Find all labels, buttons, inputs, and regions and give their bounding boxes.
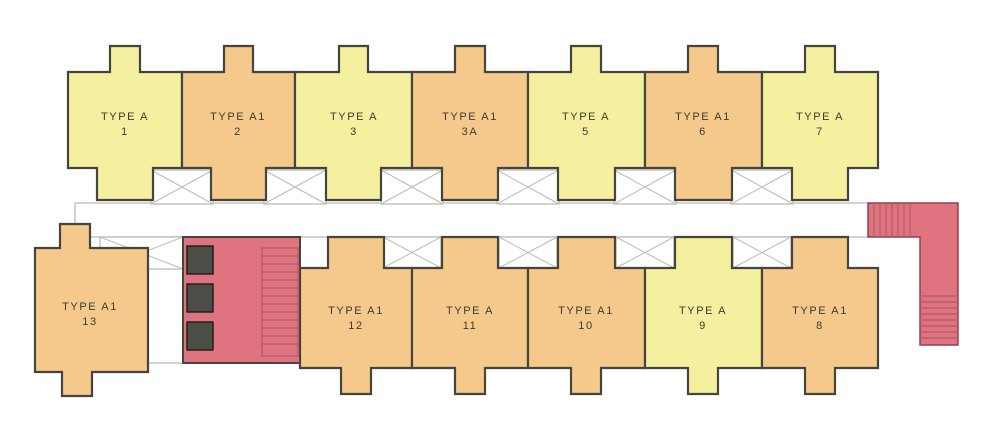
ac-ledge xyxy=(732,236,792,269)
elevator-2 xyxy=(186,283,214,313)
unit-8-number: 8 xyxy=(816,320,824,332)
elevator-3 xyxy=(186,321,214,351)
ac-ledge xyxy=(150,169,214,205)
unit-7-outline xyxy=(760,44,880,202)
ac-ledge xyxy=(496,169,560,205)
unit-7-type-label: TYPE A xyxy=(796,111,844,123)
unit-type-a1-13: TYPE A1 13 xyxy=(33,222,150,398)
right-staircase xyxy=(867,202,959,346)
unit-3-type-label: TYPE A xyxy=(330,111,378,123)
unit-6-type-label: TYPE A1 xyxy=(675,111,731,123)
unit-6-number: 6 xyxy=(699,126,707,138)
unit-12-type-label: TYPE A1 xyxy=(328,305,384,317)
core-staircase xyxy=(261,247,299,357)
elevator-1 xyxy=(186,245,214,275)
ac-ledge xyxy=(615,236,675,269)
ac-ledge xyxy=(382,236,442,269)
unit-5-number: 5 xyxy=(582,126,590,138)
unit-8-type-label: TYPE A1 xyxy=(792,305,848,317)
unit-type-a1-6: TYPE A1 6 xyxy=(643,44,764,202)
unit-3a-number: 3A xyxy=(462,126,479,138)
unit-10-number: 10 xyxy=(578,320,593,332)
unit-13-number: 13 xyxy=(82,316,97,328)
unit-9-number: 9 xyxy=(699,320,707,332)
lift-stair-core xyxy=(182,236,301,364)
unit-type-a1-8: TYPE A1 8 xyxy=(760,235,880,396)
unit-11-number: 11 xyxy=(463,320,478,332)
unit-2-number: 2 xyxy=(234,126,242,138)
unit-3a-type-label: TYPE A1 xyxy=(442,111,498,123)
unit-13-type-label: TYPE A1 xyxy=(62,301,118,313)
unit-13-outline xyxy=(33,222,150,398)
unit-9-type-label: TYPE A xyxy=(679,305,727,317)
unit-5-type-label: TYPE A xyxy=(562,111,610,123)
unit-1-type-label: TYPE A xyxy=(101,111,149,123)
unit-12-number: 12 xyxy=(348,320,363,332)
unit-type-a-1: TYPE A 1 xyxy=(66,44,184,202)
ac-ledge xyxy=(730,169,794,205)
unit-type-a-3: TYPE A 3 xyxy=(293,44,414,202)
ac-ledge xyxy=(380,169,444,205)
unit-7-number: 7 xyxy=(816,126,824,138)
unit-2-type-label: TYPE A1 xyxy=(210,111,266,123)
corridor xyxy=(74,202,871,238)
unit-type-a1-3a: TYPE A1 3A xyxy=(410,44,530,202)
unit-11-type-label: TYPE A xyxy=(446,305,494,317)
ac-ledge xyxy=(613,169,677,205)
unit-8-outline xyxy=(760,235,880,396)
unit-1-number: 1 xyxy=(121,126,129,138)
unit-3-number: 3 xyxy=(350,126,358,138)
ac-ledge xyxy=(263,169,327,205)
right-staircase-outline xyxy=(867,202,959,346)
unit-10-type-label: TYPE A1 xyxy=(558,305,614,317)
unit-type-a-7: TYPE A 7 xyxy=(760,44,880,202)
ac-ledge xyxy=(498,236,558,269)
